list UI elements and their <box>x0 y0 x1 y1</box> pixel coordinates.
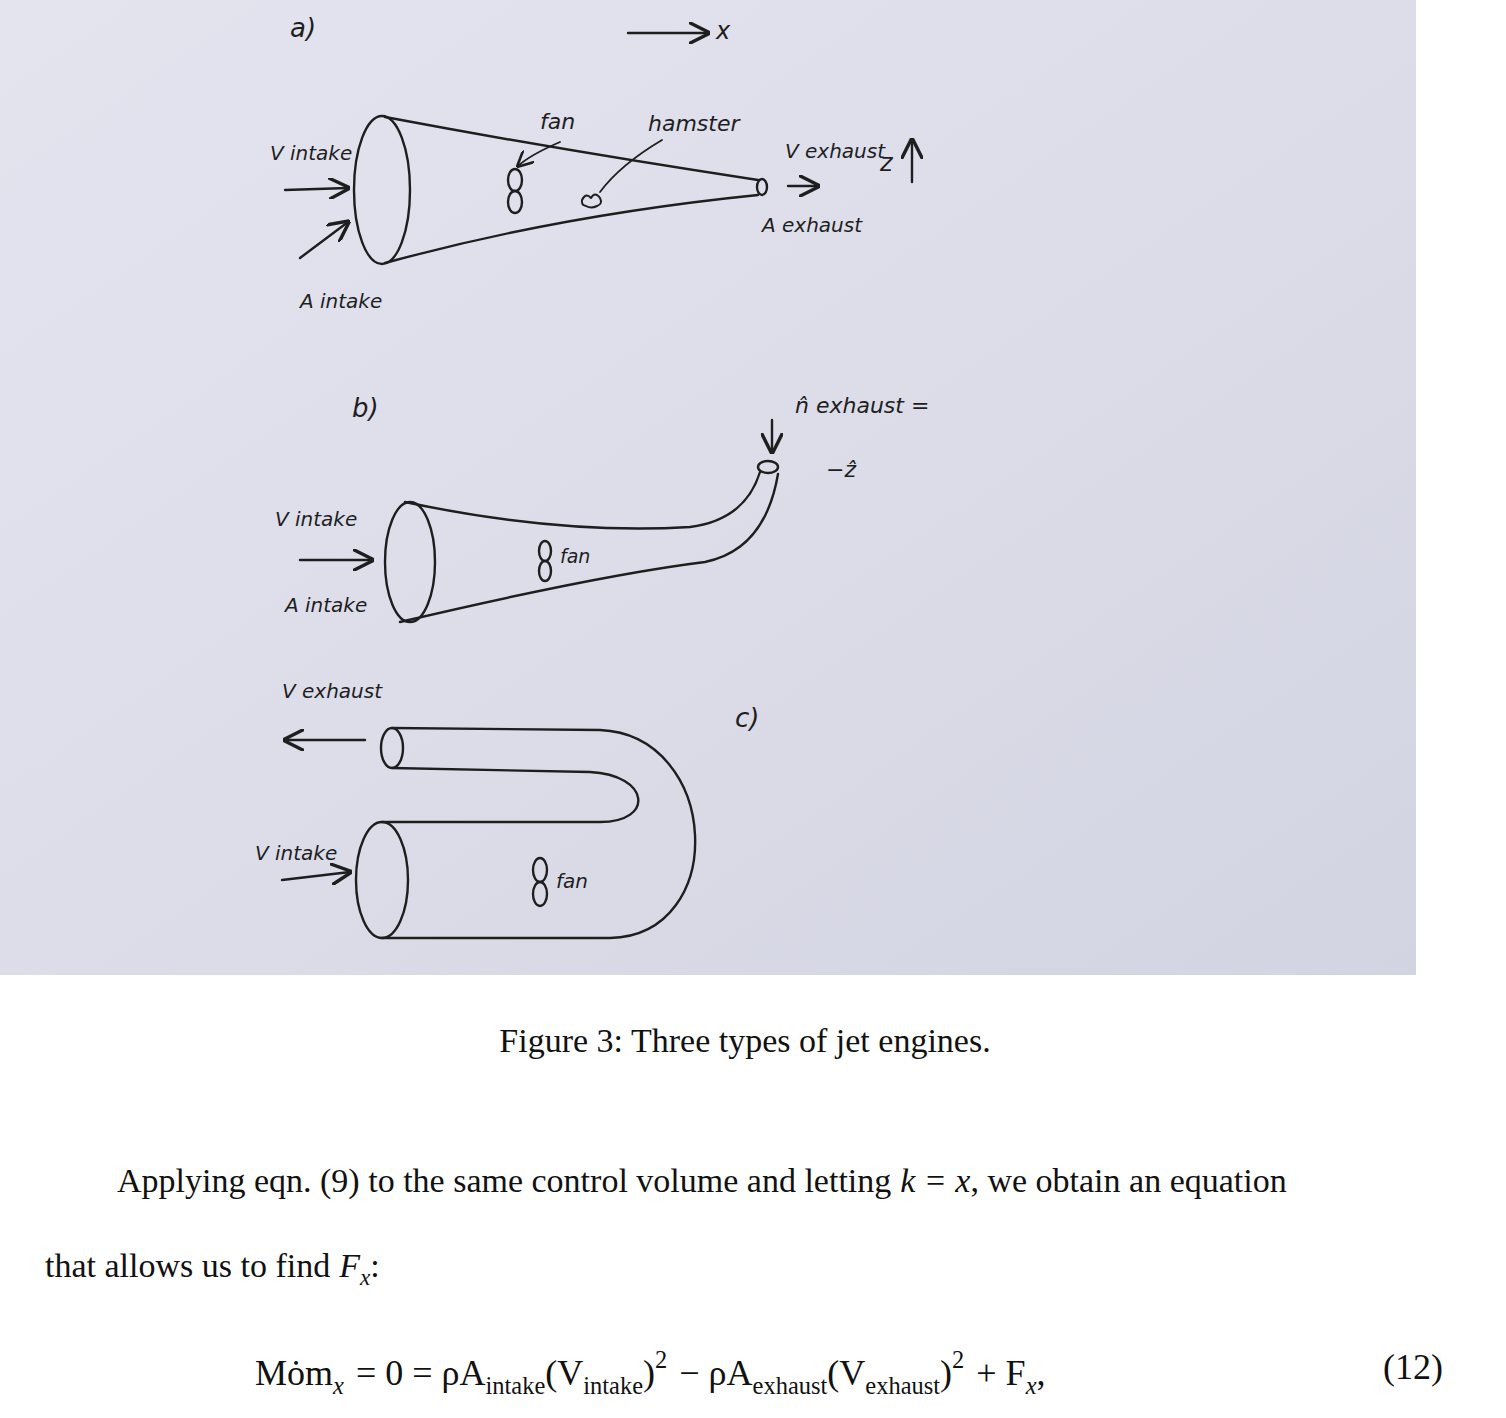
sketch-label: x <box>716 18 730 44</box>
equation-term: 2 <box>655 1346 667 1373</box>
equation-term: = 0 = ρA <box>356 1353 486 1393</box>
normal-arrow <box>771 420 773 452</box>
sketch-label: −ẑ <box>826 458 856 482</box>
duct-wall <box>385 195 758 263</box>
flow-arrow <box>300 222 348 258</box>
exhaust-ellipse <box>757 179 767 195</box>
equation-term: ) <box>940 1353 952 1393</box>
equation-term: intake <box>485 1372 545 1399</box>
intake-ellipse <box>356 822 408 938</box>
duct-wall <box>405 472 760 529</box>
equation-term: , <box>1037 1353 1046 1393</box>
exhaust-ellipse <box>758 461 778 473</box>
equation-term: exhaust <box>865 1372 940 1399</box>
sketch-label: A intake <box>300 290 382 312</box>
equation-term: exhaust <box>753 1372 828 1399</box>
leader-line <box>518 142 560 166</box>
sketch-label: fan <box>540 110 575 134</box>
equation-term: intake <box>583 1372 643 1399</box>
figure-caption: Figure 3: Three types of jet engines. <box>0 1022 1490 1060</box>
sketch-label: V intake <box>255 842 337 864</box>
sketch-label: V intake <box>275 508 357 530</box>
flow-arrow <box>788 185 818 187</box>
body-text: x <box>360 1264 370 1290</box>
body-text: Applying eqn. (9) to the same control vo… <box>117 1162 891 1199</box>
fan-symbol <box>508 169 522 191</box>
sketch-label: A exhaust <box>762 214 862 236</box>
duct-wall <box>382 728 695 938</box>
equation-term: Mȯm <box>255 1353 333 1393</box>
hamster-sketch <box>582 195 601 208</box>
flow-arrow <box>282 872 350 880</box>
equation-term: x <box>333 1372 344 1399</box>
equation-term: (V <box>545 1353 583 1393</box>
sketch-label: V exhaust <box>282 680 382 702</box>
sketch-label: n̂ exhaust = <box>795 394 929 418</box>
sketch-label: fan <box>556 870 588 892</box>
fan-symbol <box>533 882 547 906</box>
sketch-label: V intake <box>270 142 352 164</box>
equation-term: − ρA <box>679 1353 752 1393</box>
sketch-label: a) <box>290 14 316 43</box>
paper-background <box>0 0 1416 975</box>
body-paragraph: Applying eqn. (9) to the same control vo… <box>45 1138 1455 1320</box>
intake-ellipse <box>354 116 410 264</box>
fan-symbol <box>508 191 522 213</box>
flow-arrow <box>285 188 348 190</box>
body-text: F <box>339 1247 360 1284</box>
flow-arrow <box>300 559 372 561</box>
fan-symbol <box>539 541 551 561</box>
sketch-label: V exhaust <box>785 140 885 162</box>
axis-arrow <box>628 32 708 34</box>
sketch-label: hamster <box>648 112 740 136</box>
equation-term: + F <box>976 1353 1025 1393</box>
exhaust-ellipse <box>381 728 403 768</box>
body-text: : <box>370 1247 379 1284</box>
sketch-label: z <box>880 150 893 176</box>
body-text: , we obtain an equation <box>970 1162 1286 1199</box>
duct-wall <box>382 768 638 822</box>
sketch-label: c) <box>735 704 759 733</box>
equation-term: (V <box>827 1353 865 1393</box>
fan-symbol <box>533 858 547 882</box>
sketch-label: fan <box>560 546 590 567</box>
axis-arrow <box>911 140 913 182</box>
equation-term: x <box>1026 1372 1037 1399</box>
equation-number: (12) <box>1383 1346 1443 1388</box>
duct-wall <box>400 474 778 622</box>
leader-line <box>600 140 662 192</box>
equation: Mȯmx= 0 = ρAintake(Vintake)2− ρAexhaust(… <box>255 1346 1046 1400</box>
equation-term: 2 <box>952 1346 964 1373</box>
body-text: that allows us to find <box>45 1247 330 1284</box>
sketch-label: b) <box>352 394 379 423</box>
intake-ellipse <box>385 502 435 622</box>
equation-term: ) <box>643 1353 655 1393</box>
flow-arrow <box>285 739 365 741</box>
sketch-label: A intake <box>285 594 367 616</box>
body-text: k = x <box>900 1162 970 1199</box>
fan-symbol <box>539 561 551 581</box>
